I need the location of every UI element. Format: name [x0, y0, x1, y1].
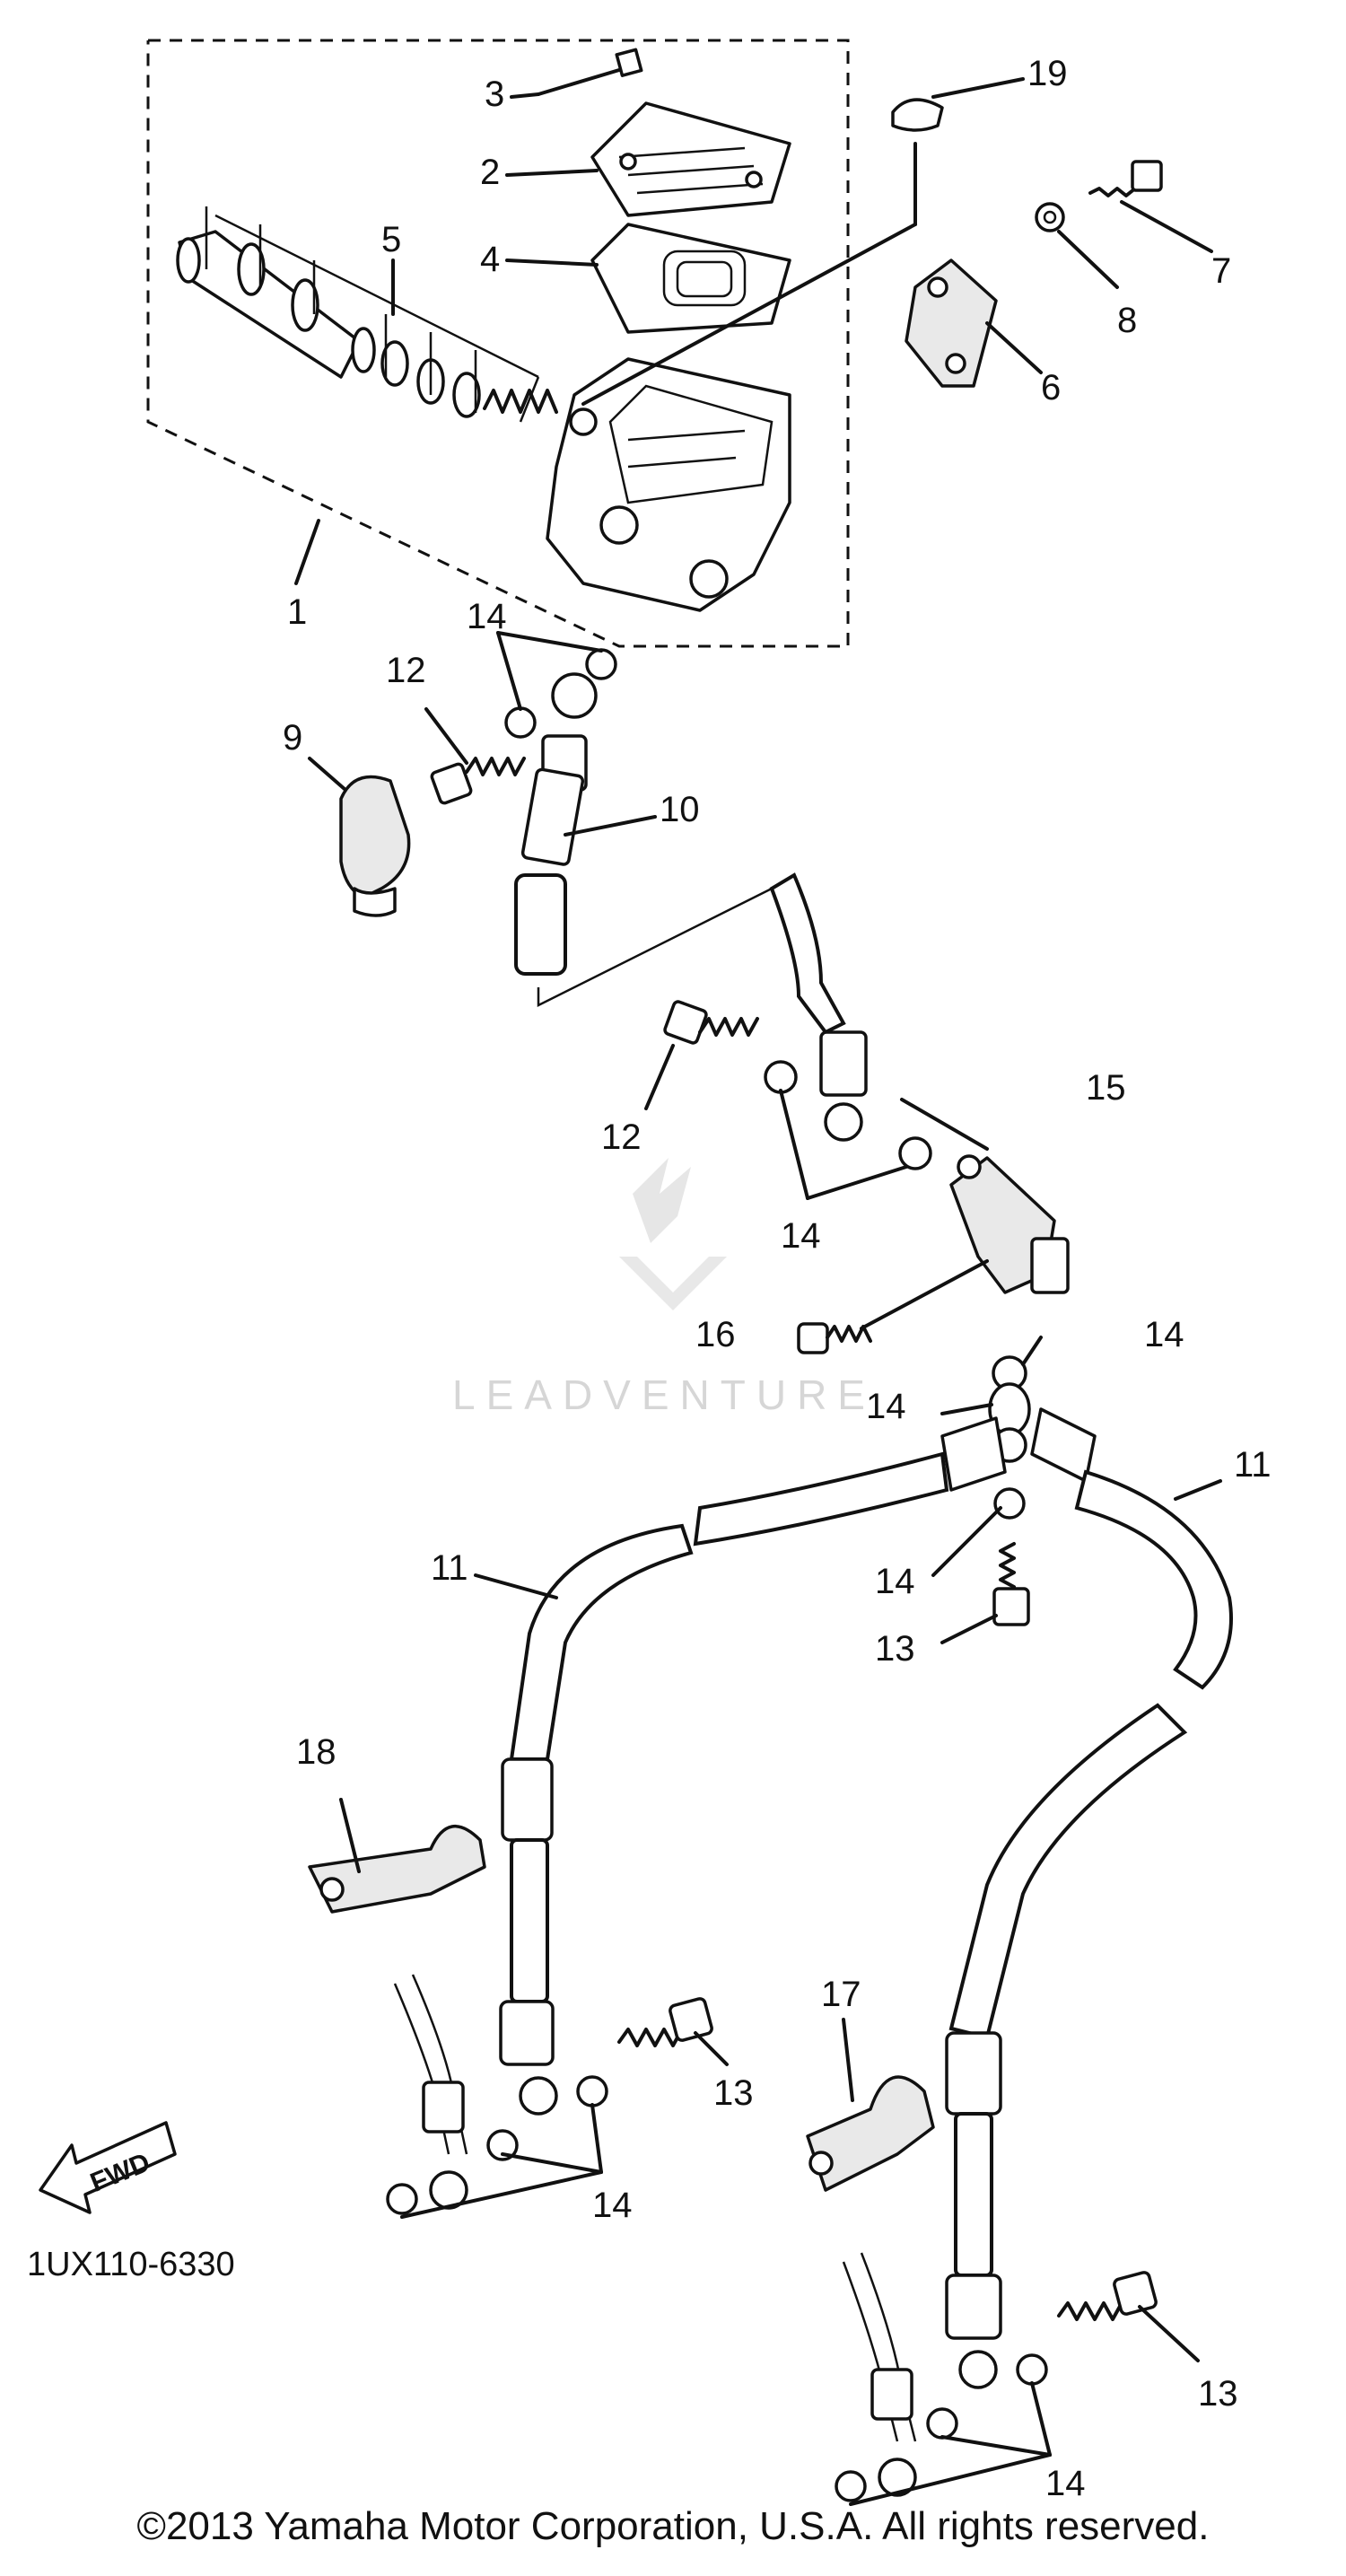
part-8-nut [1035, 202, 1065, 232]
part-12-banjo-bolt-upper [430, 757, 526, 805]
washer-14-middle-right [898, 1136, 932, 1170]
part-17-clamp [806, 2075, 935, 2192]
callout-17: 17 [821, 1975, 861, 2014]
washer-14-lower-right [1016, 2353, 1048, 2386]
fwd-arrow: FWD [39, 2121, 177, 2214]
part-15-hose-joint [860, 1154, 1070, 1330]
callout-5: 5 [381, 220, 401, 259]
callout-9: 9 [283, 718, 302, 758]
callout-11-right: 11 [1234, 1445, 1272, 1485]
part-16-bolt [797, 1322, 872, 1354]
part-13-bolt-top [992, 1542, 1030, 1626]
callout-13-top: 13 [875, 1629, 915, 1669]
callout-1: 1 [287, 592, 307, 632]
washer-14-upper-right [585, 648, 617, 680]
part-11-brake-hose-right [945, 1469, 1233, 2389]
callout-12-upper: 12 [386, 651, 426, 690]
callout-14-joint-bottom: 14 [875, 1562, 915, 1601]
part-5-piston-kit [176, 206, 558, 423]
callout-19: 19 [1027, 54, 1068, 93]
part-13-bolt-right [1057, 2271, 1158, 2321]
callout-15: 15 [1086, 1068, 1126, 1108]
part-11-brake-hose-left [499, 1451, 949, 2116]
callout-8: 8 [1117, 301, 1137, 340]
leader-lines [294, 77, 1222, 2506]
callout-14-lower-left: 14 [592, 2186, 633, 2225]
diagram-code: 1UX110-6330 [27, 2246, 235, 2283]
callout-14-middle: 14 [781, 1216, 821, 1256]
part-13-bolt-left [617, 1997, 713, 2047]
part-7-bolt [1088, 160, 1163, 197]
watermark-text: LEADVENTURE [452, 1371, 876, 1418]
callout-10: 10 [660, 790, 700, 829]
assembly-outline [146, 39, 850, 648]
watermark-logo [619, 1158, 727, 1310]
callout-11-left: 11 [431, 1548, 468, 1588]
washer-14-lower-left [576, 2075, 608, 2107]
copyright-notice: ©2013 Yamaha Motor Corporation, U.S.A. A… [136, 2504, 1210, 2548]
part-3-screw [537, 48, 643, 96]
part-10-brake-hose-upper [514, 672, 773, 1008]
part-6-bracket [905, 258, 998, 388]
callout-12-middle: 12 [601, 1117, 642, 1157]
caliper-pipe-left [386, 1974, 519, 2215]
part-2-reservoir-cap [590, 101, 791, 217]
part-12-banjo-bolt-middle [663, 1000, 759, 1045]
washer-14-upper-left [504, 706, 537, 739]
caliper-pipe-right [835, 2252, 958, 2502]
callout-13-right: 13 [1198, 2374, 1238, 2414]
three-way-joint [940, 1355, 1097, 1520]
part-1-master-cylinder-body [546, 357, 791, 612]
callout-16: 16 [695, 1315, 736, 1354]
callout-14-upper: 14 [467, 597, 507, 636]
callout-6: 6 [1041, 368, 1061, 407]
callout-3: 3 [485, 74, 504, 114]
washer-14-middle-left [764, 1060, 798, 1094]
part-19-cap [581, 98, 944, 406]
callout-18: 18 [296, 1732, 336, 1772]
callout-14-joint-top: 14 [1144, 1315, 1184, 1354]
brake-hose-continuation [769, 872, 868, 1142]
callout-4: 4 [480, 240, 500, 279]
callout-14-lower-right: 14 [1045, 2464, 1086, 2503]
part-4-diaphragm [590, 223, 791, 334]
callout-2: 2 [480, 153, 500, 192]
callout-7: 7 [1211, 251, 1231, 291]
callout-14-joint-mid: 14 [866, 1387, 906, 1426]
part-18-clamp [308, 1825, 486, 1914]
part-9-boot [339, 775, 411, 917]
callout-13-left: 13 [713, 2073, 754, 2113]
